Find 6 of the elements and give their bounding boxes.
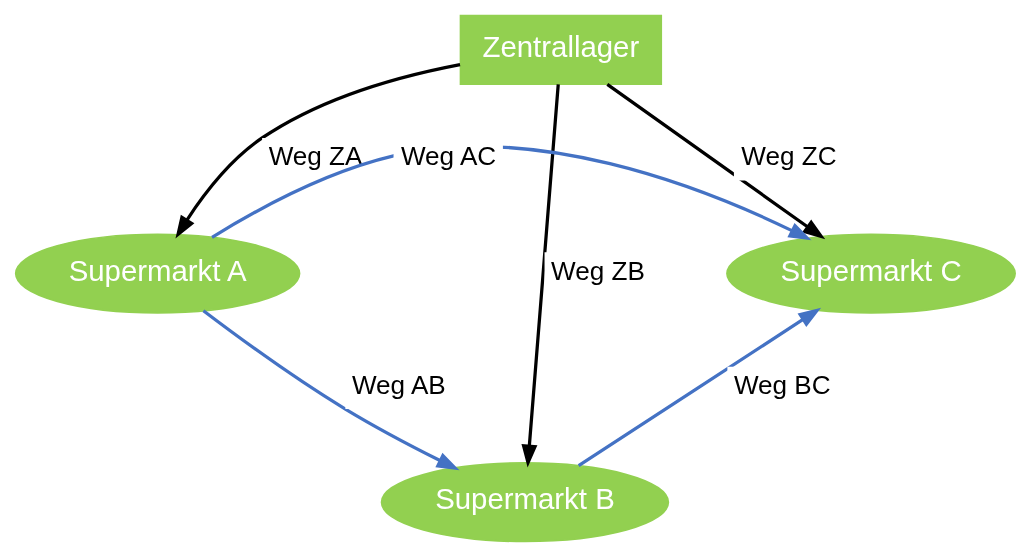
edge-label: Weg BC	[733, 370, 831, 401]
edge-label: Weg ZC	[740, 141, 837, 172]
edge-label: Weg ZB	[550, 255, 645, 286]
edge-label: Weg ZA	[268, 141, 362, 172]
edge-label: Weg AB	[351, 370, 446, 401]
edge-label: Weg AC	[400, 141, 496, 172]
